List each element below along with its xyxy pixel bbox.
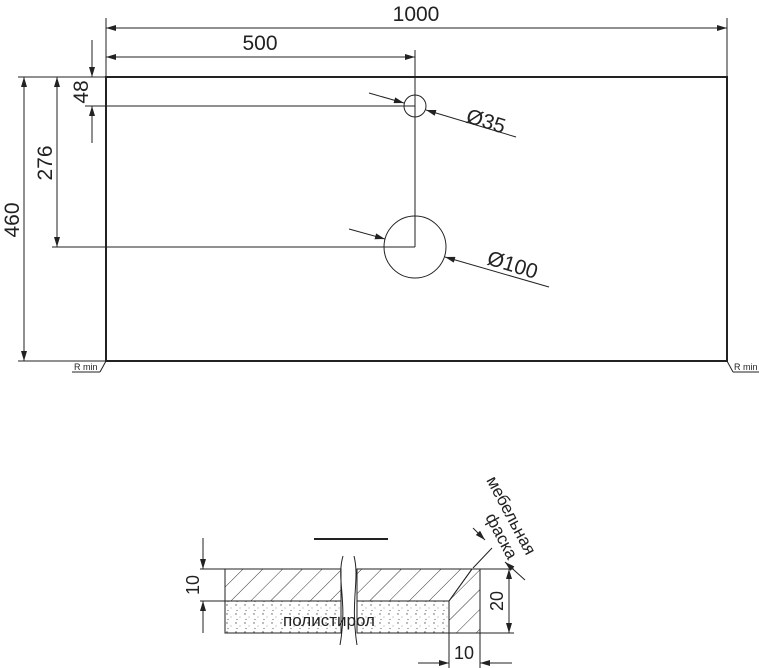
width-dimension: 1000 bbox=[393, 3, 440, 26]
edge-width: 10 bbox=[454, 643, 474, 663]
corner-radius-right: R min bbox=[734, 362, 758, 372]
hole-offset-x-dimension: 500 bbox=[242, 32, 277, 55]
small-hole bbox=[403, 94, 427, 118]
large-hole-offset-dimension: 276 bbox=[34, 145, 57, 180]
core-left bbox=[224, 600, 342, 634]
large-hole-diameter: Ø100 bbox=[485, 247, 541, 284]
small-hole-diameter: Ø35 bbox=[464, 105, 509, 139]
countertop-outline bbox=[105, 76, 728, 362]
plan-view: 1000 500 48 276 460 Ø35 Ø100 R min R min bbox=[1, 3, 759, 373]
break-line bbox=[339, 555, 344, 646]
edge-strip bbox=[448, 568, 481, 634]
section-view: полистирол 10 20 10 мебельная фаска bbox=[183, 473, 540, 668]
core-material-label: полистирол bbox=[283, 611, 375, 630]
corner-radius-left: R min bbox=[74, 362, 98, 372]
total-thickness: 20 bbox=[487, 591, 507, 611]
top-layer-left bbox=[224, 568, 342, 602]
small-hole-offset-dimension: 48 bbox=[70, 80, 93, 103]
top-layer-thickness: 10 bbox=[183, 575, 203, 595]
large-hole bbox=[383, 215, 447, 279]
height-dimension: 460 bbox=[1, 202, 24, 237]
core-right bbox=[356, 600, 450, 634]
